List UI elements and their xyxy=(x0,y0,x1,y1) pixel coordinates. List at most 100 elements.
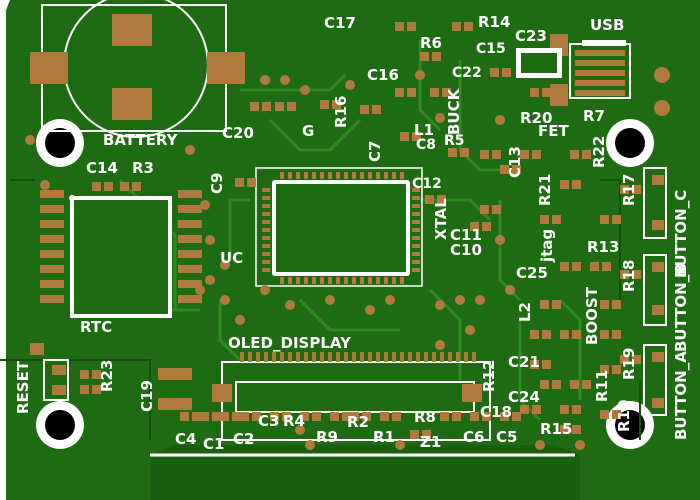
rtc-pin xyxy=(40,295,64,303)
uc-pins xyxy=(262,172,420,284)
uc-pin xyxy=(312,172,316,179)
passive-pad xyxy=(560,405,569,414)
passive-pad xyxy=(470,222,479,231)
passive-pad xyxy=(422,430,431,439)
passive-pad xyxy=(247,178,256,187)
label-r23: R23 xyxy=(98,359,116,392)
passive-pad xyxy=(448,148,457,157)
passive-pad xyxy=(540,215,549,224)
passive-pad xyxy=(570,150,579,159)
vias xyxy=(25,70,585,450)
passive-pad xyxy=(600,215,609,224)
passive-pad xyxy=(262,102,271,111)
rtc-pin xyxy=(178,250,202,258)
uc-pin xyxy=(368,277,372,284)
passive-pad xyxy=(632,270,641,279)
label-c8: C8 xyxy=(416,137,437,153)
passive-pad xyxy=(480,205,489,214)
label-c15: C15 xyxy=(476,41,506,57)
passive-pad xyxy=(572,425,581,434)
passive-pad xyxy=(612,300,621,309)
via xyxy=(325,295,335,305)
passive-pad xyxy=(552,300,561,309)
uc-pin xyxy=(262,204,270,208)
passive-pad xyxy=(400,132,409,141)
label-r4: R4 xyxy=(283,412,305,430)
passive-pad xyxy=(420,52,429,61)
passive-pad xyxy=(275,102,284,111)
passive-pad xyxy=(540,300,549,309)
label-c5: C5 xyxy=(496,428,518,446)
passive-pad xyxy=(320,100,329,109)
via xyxy=(195,285,205,295)
passive-pad xyxy=(500,412,509,421)
passive-components xyxy=(80,22,641,439)
via xyxy=(385,295,395,305)
passive-pad xyxy=(412,132,421,141)
uc-pin xyxy=(412,196,420,200)
oled-pin xyxy=(352,352,356,362)
passive-pad xyxy=(620,270,629,279)
label-r7: R7 xyxy=(583,107,605,125)
passive-pad xyxy=(300,412,309,421)
passive-pad xyxy=(542,360,551,369)
mounting-hole-bl xyxy=(36,401,84,449)
uc-pin xyxy=(296,172,300,179)
rtc-pin xyxy=(40,235,64,243)
label-c9: C9 xyxy=(208,172,226,194)
via xyxy=(40,180,50,190)
uc-pin xyxy=(262,260,270,264)
passive-pad xyxy=(200,412,209,421)
passive-pad xyxy=(582,150,591,159)
via xyxy=(435,113,445,123)
passive-pad xyxy=(542,330,551,339)
via xyxy=(280,75,290,85)
passive-pad xyxy=(452,22,461,31)
oled-pin xyxy=(320,352,324,362)
passive-pad xyxy=(104,182,113,191)
passive-pad xyxy=(582,380,591,389)
passive-pad xyxy=(380,412,389,421)
label-button-b: BUTTON_B xyxy=(672,263,690,352)
rtc-pin xyxy=(178,220,202,228)
via xyxy=(260,75,270,85)
label-c20: C20 xyxy=(222,124,254,142)
oled-pin xyxy=(464,352,468,362)
mounting-hole-tr xyxy=(606,119,654,167)
uc-pin xyxy=(384,277,388,284)
label-c16: C16 xyxy=(367,66,399,84)
label-z1: Z1 xyxy=(420,433,442,451)
passive-pad xyxy=(470,412,479,421)
label-xtal: XTAL xyxy=(432,198,450,240)
passive-pad xyxy=(437,195,446,204)
via xyxy=(25,135,35,145)
rtc-pin xyxy=(178,205,202,213)
label-c7: C7 xyxy=(366,140,384,162)
uc-pin xyxy=(412,244,420,248)
oled-pin xyxy=(424,352,428,362)
oled-pin xyxy=(344,352,348,362)
label-c23: C23 xyxy=(515,27,547,45)
uc-pin xyxy=(262,244,270,248)
passive-pad xyxy=(600,330,609,339)
passive-pad xyxy=(92,385,101,394)
label-c13: C13 xyxy=(506,146,524,178)
passive-pad xyxy=(572,262,581,271)
label-r11: R11 xyxy=(593,369,611,402)
passive-pad xyxy=(632,185,641,194)
c19-component xyxy=(158,368,192,410)
uc-pin xyxy=(262,236,270,240)
label-c22: C22 xyxy=(452,65,482,81)
label-r12: R12 xyxy=(480,359,498,392)
via xyxy=(205,275,215,285)
oled-pin xyxy=(256,352,260,362)
passive-pad xyxy=(612,365,621,374)
label-l1: L1 xyxy=(414,121,434,139)
label-c11: C11 xyxy=(450,226,482,244)
rtc-pin xyxy=(178,295,202,303)
passive-pad xyxy=(120,182,129,191)
uc-pin xyxy=(412,236,420,240)
passive-pad xyxy=(600,300,609,309)
button-b xyxy=(643,254,667,326)
uc-pin xyxy=(328,277,332,284)
